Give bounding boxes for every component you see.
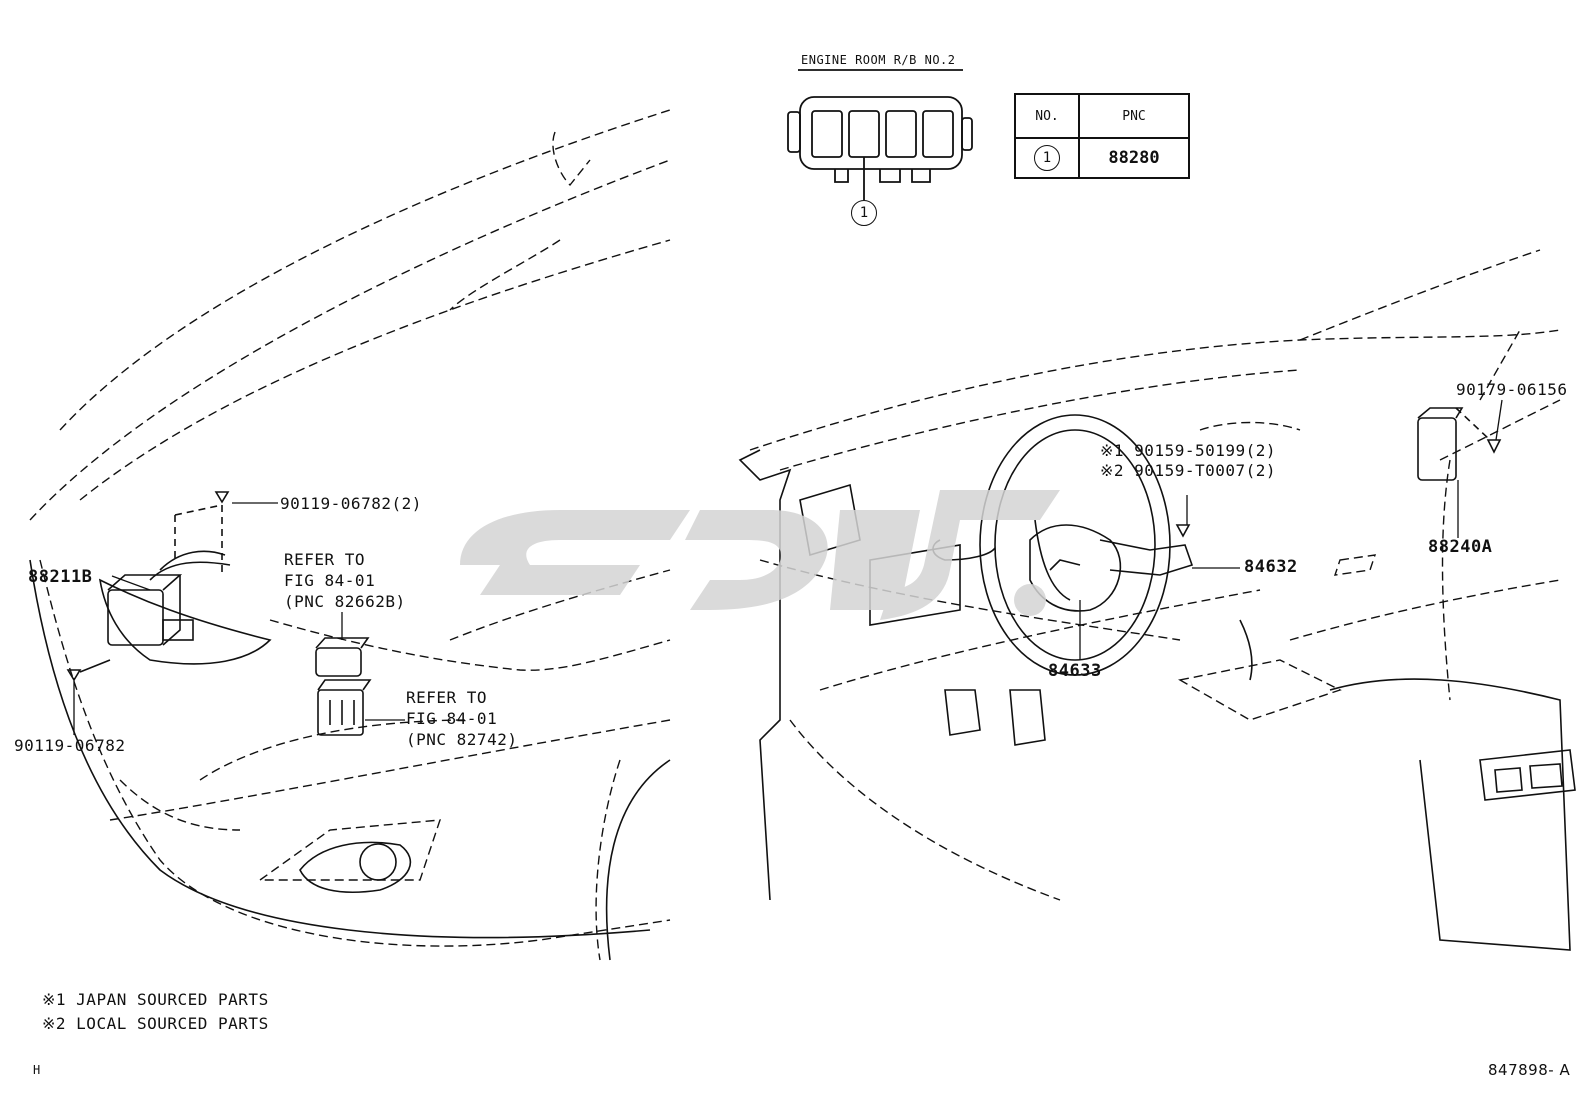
pnc-table: NO. PNC 1 88280 [1014,93,1190,179]
refer2-line3: (PNC 82742) [406,730,518,749]
callout-1: 1 [851,200,877,226]
pnc-table-header: NO. PNC [1014,93,1190,139]
footer-left-code: H [33,1063,41,1077]
car-front-solid [29,559,671,961]
relay-blocks [315,637,372,736]
row-no-callout: 1 [1034,145,1060,171]
part-88240a-label: 88240A [1428,537,1493,557]
car-front-outline [29,109,671,961]
relay-block-title: ENGINE ROOM R/B NO.2 [801,53,956,67]
refer2-line2: FIG 84-01 [406,709,498,728]
refer2-line1: REFER TO [406,688,488,707]
bolt-top-label: 90119-06782(2) [280,494,422,513]
part-88211b-label: 88211B [28,567,93,587]
screw2-label: ※2 90159-T0007(2) [1100,461,1277,480]
part-84633-label: 84633 [1048,661,1102,681]
refer1-line1: REFER TO [284,550,366,569]
engine-room-relay-block [787,69,973,200]
bolt-bottom-label: 90119-06782 [14,736,126,755]
note-local-sourced: ※2 LOCAL SOURCED PARTS [42,1014,269,1033]
screw1-label: ※1 90159-50199(2) [1100,441,1277,460]
nut-label: 90179-06156 [1456,380,1568,399]
note-japan-sourced: ※1 JAPAN SOURCED PARTS [42,990,269,1009]
row-pnc-cell: 88280 [1078,137,1190,179]
col-pnc-header: PNC [1078,93,1190,139]
part-84632-label: 84632 [1244,557,1298,577]
col-no-header: NO. [1014,93,1080,139]
table-row: 1 88280 [1014,137,1190,179]
drawing-number: 847898- A [1488,1061,1571,1079]
refer1-line3: (PNC 82662B) [284,592,406,611]
refer1-line2: FIG 84-01 [284,571,376,590]
leader-lines [73,399,1503,735]
row-no-cell: 1 [1014,137,1080,179]
horn-relay-assembly [66,491,231,682]
